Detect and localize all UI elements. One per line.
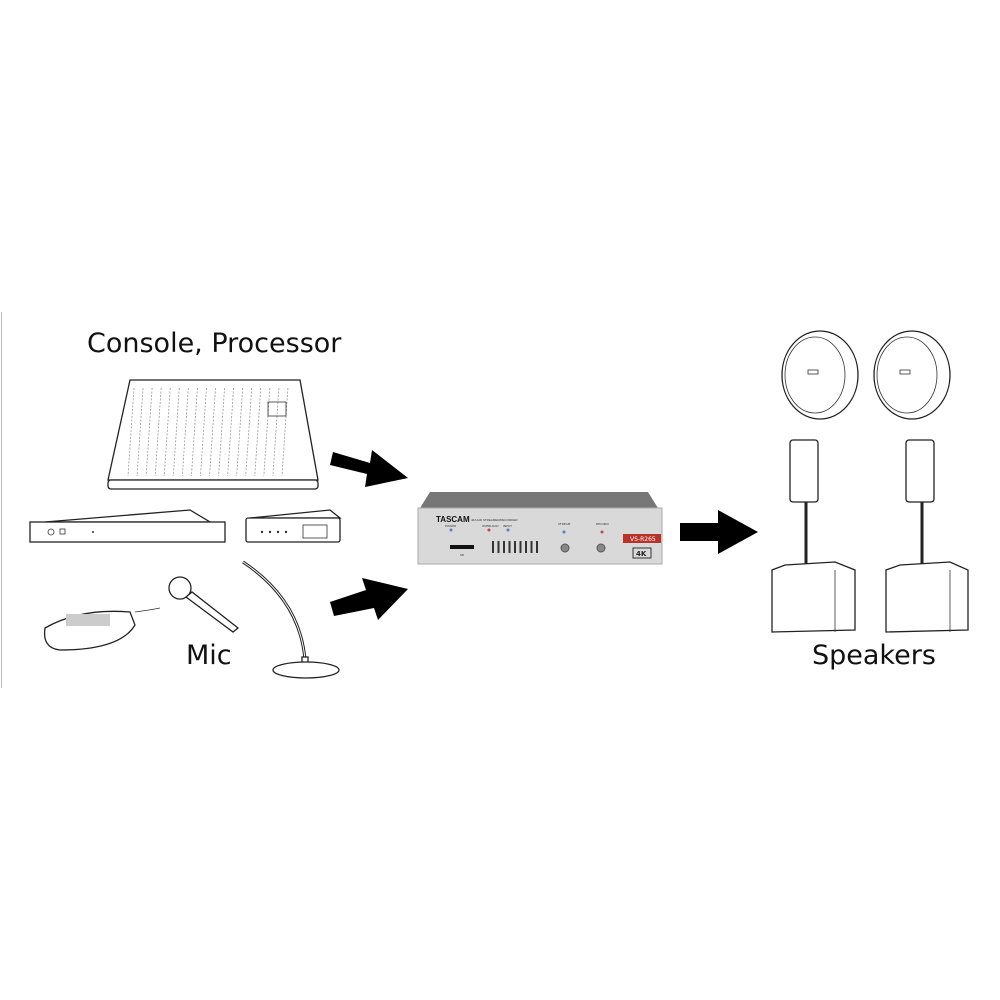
input-label: INPUT [503,524,512,528]
speakers-label: Speakers [812,640,936,671]
overload-label: OVERLOAD [482,524,499,528]
boundary-mic-icon [43,607,161,651]
pa-speaker-icon [885,439,969,633]
sd-label: SD [460,553,465,557]
arrow-output-icon [680,510,758,554]
ceiling-speaker-icon [781,330,859,420]
sources-label: Console, Processor [87,328,342,359]
4k-badge: 4K [636,550,647,558]
handheld-mic-icon [168,576,240,633]
stream-label: STREAM [558,522,571,526]
left-border [1,312,2,688]
arrow-mic-icon [330,578,408,620]
pa-speaker-icon [771,439,856,633]
record-label: RECORD [596,522,610,526]
gooseneck-mic-icon [242,560,340,679]
mic-label: Mic [186,640,232,671]
rack-processor-icon [29,509,226,543]
mixing-console-icon [107,379,319,490]
power-label: POWER [445,524,456,528]
ceiling-speaker-icon [873,330,951,420]
device-subtitle: 4K/UHD STREAMER/RECORDER [471,518,518,522]
processor-box-icon [245,509,342,543]
model-badge: VS-R265 [630,536,656,543]
streamer-recorder-device: TASCAM 4K/UHD STREAMER/RECORDER POWER OV… [417,492,663,565]
device-brand: TASCAM [436,515,470,524]
arrow-console-icon [330,450,408,487]
